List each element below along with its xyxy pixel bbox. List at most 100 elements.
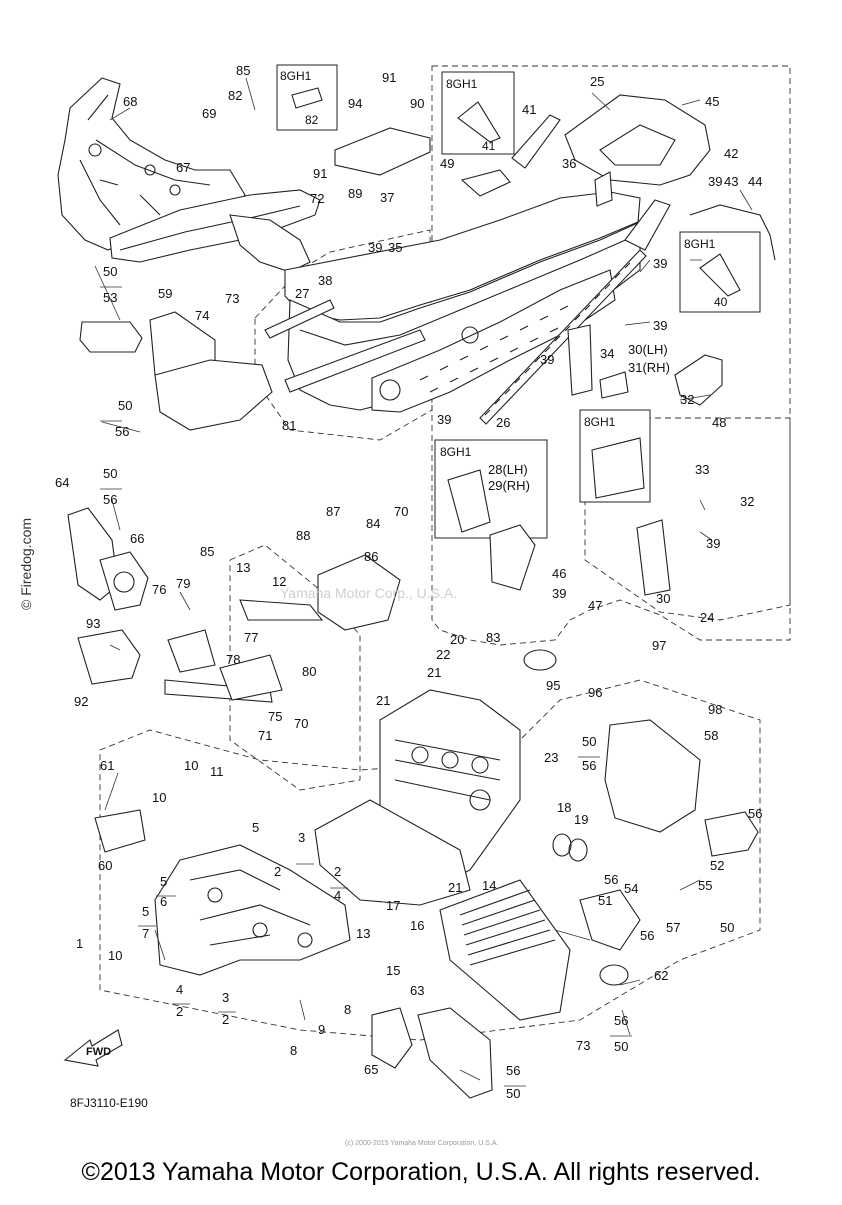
- part-58-housing: [604, 719, 701, 833]
- callout-label: 11: [210, 764, 224, 779]
- callout-label: 65: [364, 1062, 378, 1077]
- callout-label: 26: [496, 415, 510, 430]
- callout-label: 39: [653, 318, 667, 333]
- callout-label: 2: [274, 864, 281, 879]
- part-34-plate: [599, 371, 629, 399]
- callout-label: 5: [160, 874, 167, 889]
- part-front-bulkhead: [154, 844, 351, 976]
- part-26-slide-rail: [479, 249, 647, 425]
- callout-label: 21: [448, 880, 462, 895]
- part-49-plate: [460, 169, 511, 197]
- callout-label: 4: [176, 982, 183, 997]
- callout-label: 20: [450, 632, 464, 647]
- callout-label: 17: [386, 898, 400, 913]
- callout-label: 10: [108, 948, 122, 963]
- inset-code-label: 8GH1: [584, 415, 616, 429]
- callout-label: 80: [302, 664, 316, 679]
- callout-label: 37: [380, 190, 394, 205]
- part-30-bracket: [567, 324, 593, 396]
- part-80-plate: [219, 654, 283, 701]
- document-code: 8FJ3110-E190: [70, 1096, 148, 1110]
- callout-label: 68: [123, 94, 137, 109]
- part-19-ring: [568, 838, 588, 862]
- callout-label: 43: [724, 174, 738, 189]
- callout-label: 39: [437, 412, 451, 427]
- callout-label: 39: [552, 586, 566, 601]
- part-41-bracket: [511, 114, 561, 169]
- callout-label: 88: [296, 528, 310, 543]
- callout-label: 77: [244, 630, 258, 645]
- part-67-upper-frame: [109, 189, 321, 273]
- callout-label: 32: [680, 392, 694, 407]
- part-main-chassis: [314, 689, 521, 906]
- callout-label: 55: [698, 878, 712, 893]
- small-credit-text: (c) 2000-2015 Yamaha Motor Corporation, …: [345, 1140, 499, 1147]
- part-65-housing: [371, 1007, 413, 1069]
- part-42-rod: [689, 204, 776, 261]
- callout-label: 39: [708, 174, 722, 189]
- watermark-text: Yamaha Motor Corp., U.S.A.: [280, 585, 458, 601]
- callout-label: 1: [76, 936, 83, 951]
- part-78-plate: [167, 629, 216, 673]
- callout-label: 39: [540, 352, 554, 367]
- part-90-cover: [334, 127, 431, 176]
- part-12-bracket: [239, 599, 324, 621]
- callout-label: 50: [720, 920, 734, 935]
- part-27-rail: [264, 299, 335, 339]
- callout-label: 50: [614, 1039, 628, 1054]
- fwd-label: FWD: [86, 1046, 111, 1058]
- callout-label: 34: [600, 346, 614, 361]
- callout-label: 97: [652, 638, 666, 653]
- part-18-ring: [552, 833, 572, 857]
- callout-label: 56: [748, 806, 762, 821]
- part-28-29-bracket: [489, 524, 536, 591]
- callout-label: 36: [562, 156, 576, 171]
- callout-label: 87: [326, 504, 340, 519]
- callout-label: 96: [588, 685, 602, 700]
- callout-label: 25: [590, 74, 604, 89]
- callout-label: 7: [142, 926, 149, 941]
- callout-label: 53: [103, 290, 117, 305]
- callout-label: 3: [298, 830, 305, 845]
- inset-code-label: 8GH1: [440, 445, 472, 459]
- callout-label: 21: [376, 693, 390, 708]
- inset-box-28-29: [434, 439, 548, 539]
- callout-label: 73: [225, 291, 239, 306]
- callout-label: 35: [388, 240, 402, 255]
- callout-label: 18: [557, 800, 571, 815]
- callout-label: 30: [656, 591, 670, 606]
- callout-label: 91: [313, 166, 327, 181]
- rear-frame-group-outline: [431, 65, 791, 646]
- callout-label: 2: [222, 1012, 229, 1027]
- callout-label: 14: [482, 878, 496, 893]
- inset-box-40: [679, 231, 761, 313]
- part-60-bracket: [94, 809, 146, 853]
- callout-label: 8: [344, 1002, 351, 1017]
- inset-box-82: [276, 64, 338, 131]
- callout-label: 39: [706, 536, 720, 551]
- callout-label: 89: [348, 186, 362, 201]
- part-66-housing: [99, 551, 149, 611]
- part-tunnel-assembly: [284, 191, 641, 413]
- callout-label: 16: [410, 918, 424, 933]
- callout-label: 46: [552, 566, 566, 581]
- part-59-bracket: [149, 311, 273, 431]
- callout-label: 85: [200, 544, 214, 559]
- callout-label: 27: [295, 286, 309, 301]
- callout-label: 57: [666, 920, 680, 935]
- callout-label: 52: [710, 858, 724, 873]
- part-25-rear-plate: [564, 94, 711, 186]
- callout-label: 81: [282, 418, 296, 433]
- inset-part-label: 41: [482, 139, 496, 153]
- callout-label: 75: [268, 709, 282, 724]
- inset-code-label: 8GH1: [280, 69, 312, 83]
- callout-label: 50: [103, 264, 117, 279]
- inset-code-label: 8GH1: [684, 237, 716, 251]
- part-36-stay: [594, 171, 613, 207]
- callout-label: 50: [506, 1086, 520, 1101]
- callout-label: 56: [115, 424, 129, 439]
- callout-label: 56: [103, 492, 117, 507]
- callout-label: 58: [704, 728, 718, 743]
- callout-label: 9: [318, 1022, 325, 1037]
- part-54-cover: [579, 889, 641, 951]
